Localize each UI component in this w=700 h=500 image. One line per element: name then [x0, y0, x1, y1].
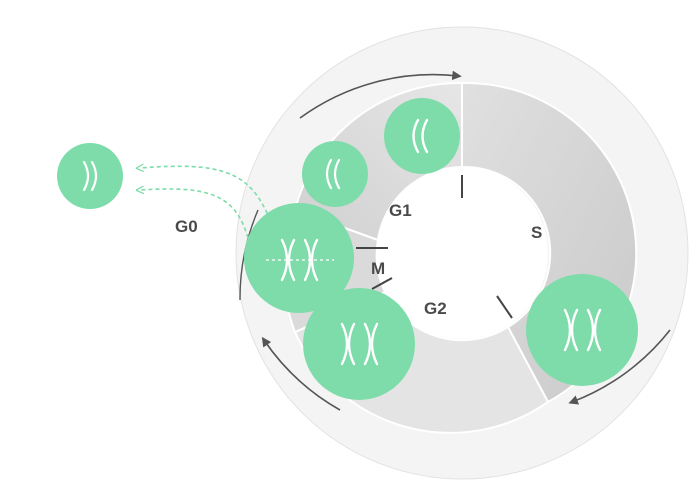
g1-small-cell [302, 141, 368, 207]
g1-large-cell [384, 98, 460, 174]
g0-cell [57, 143, 123, 209]
inner-circle [376, 167, 548, 339]
x-chromosome-icon [280, 238, 319, 282]
g1-label: G1 [389, 201, 412, 220]
x-chromosome-icon [340, 322, 379, 366]
s-label: S [531, 223, 542, 242]
arrowhead-icon [261, 336, 341, 411]
arrowhead-icon [568, 329, 671, 405]
s-phase-cell [526, 274, 638, 386]
g2-cell [303, 288, 415, 400]
single-chromatid-icon [412, 118, 429, 154]
single-chromatid-icon [82, 160, 98, 192]
dashed-arrow-icon [140, 189, 249, 239]
dashed-arrow-icon [140, 166, 271, 221]
x-chromosome-icon [563, 308, 602, 352]
g2-m-boundary-tick [371, 277, 393, 290]
m-label: M [371, 259, 385, 278]
s-g2-boundary-tick [496, 295, 513, 319]
arrowhead-icon [299, 70, 462, 119]
g0-label: G0 [175, 217, 198, 236]
m-phase-cell [244, 203, 354, 313]
g2-label: G2 [424, 299, 447, 318]
single-chromatid-icon [325, 158, 341, 190]
